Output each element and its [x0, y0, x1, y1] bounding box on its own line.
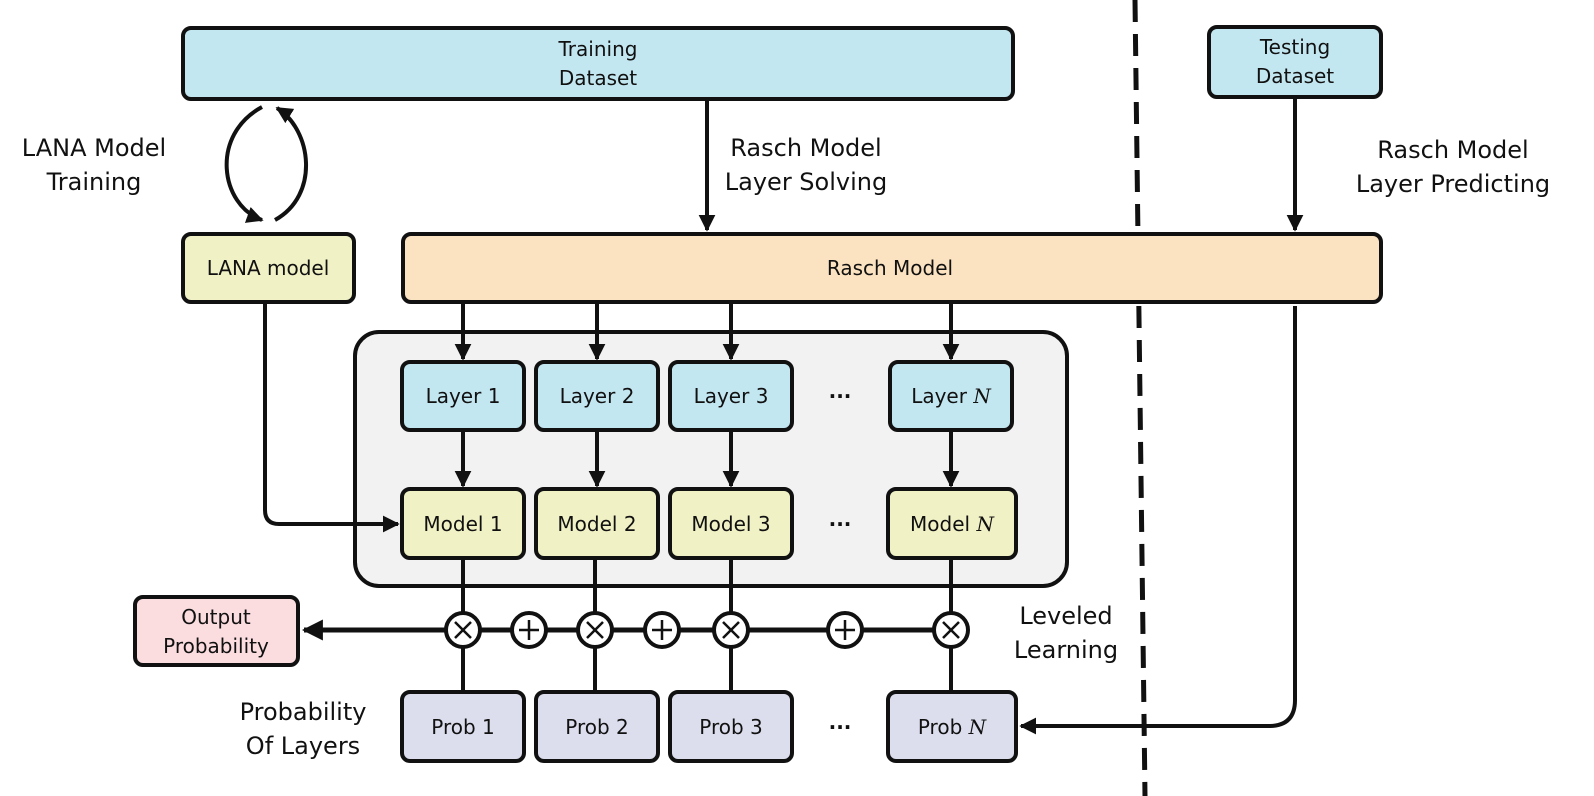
- svg-text:Layer 1: Layer 1: [426, 384, 501, 408]
- rasch-to-probN-arrow: [1019, 306, 1297, 735]
- lana-loop-arrow-right: [274, 106, 308, 222]
- output-probability-line2: Probability: [163, 634, 269, 658]
- rasch-predicting-label-line2: Layer Predicting: [1356, 170, 1550, 198]
- prob-1: Prob 1: [400, 690, 526, 763]
- prob-2-index: 2: [616, 715, 629, 739]
- prob-N-index: N: [968, 715, 988, 739]
- model-N: Model N: [886, 487, 1018, 560]
- testing-dataset-line2: Dataset: [1256, 64, 1334, 88]
- leveled-learning-line1: Leveled: [1019, 602, 1112, 630]
- layer-1-prefix: Layer: [426, 384, 483, 408]
- layer-ellipsis: ···: [829, 384, 852, 408]
- lana-loop-arrow-left: [224, 105, 264, 223]
- rasch-model-label: Rasch Model: [827, 256, 953, 280]
- model-2-prefix: Model: [557, 512, 617, 536]
- output-probability-box: [133, 595, 300, 667]
- prob-3: Prob 3: [668, 690, 794, 763]
- training-dataset-box: [181, 26, 1015, 101]
- multiply-icon: [576, 611, 614, 649]
- multiply-icon: [712, 611, 750, 649]
- layer-3: Layer 3: [668, 360, 794, 432]
- prob-1-index: 1: [482, 715, 495, 739]
- lana-training-label-line2: Training: [46, 168, 142, 196]
- model-N-index: N: [975, 512, 995, 536]
- training-dataset-line1: Training: [558, 37, 638, 61]
- lana-model-label: LANA model: [207, 256, 330, 280]
- svg-text:Model N: Model N: [910, 512, 995, 536]
- prob-2: Prob 2: [534, 690, 660, 763]
- layer-1: Layer 1: [400, 360, 526, 432]
- layer-3-prefix: Layer: [694, 384, 751, 408]
- rasch-solving-label-line2: Layer Solving: [725, 168, 887, 196]
- rasch-model-box: [401, 232, 1383, 304]
- model-3-prefix: Model: [691, 512, 751, 536]
- multiply-icon: [932, 611, 970, 649]
- model-1: Model 1: [400, 487, 526, 560]
- output-probability-line1: Output: [181, 605, 251, 629]
- model-2: Model 2: [534, 487, 660, 560]
- train-test-separator: [1132, 0, 1148, 796]
- lana-model-box: [181, 232, 356, 304]
- svg-text:Model 1: Model 1: [423, 512, 502, 536]
- model-2-index: 2: [624, 512, 637, 536]
- layer-2: Layer 2: [534, 360, 660, 432]
- multiply-icon: [444, 611, 482, 649]
- svg-text:Model 3: Model 3: [691, 512, 770, 536]
- plus-icon: [643, 611, 681, 649]
- layer-N-prefix: Layer: [911, 384, 968, 408]
- prob-2-prefix: Prob: [565, 715, 609, 739]
- lana-training-label-line1: LANA Model: [22, 134, 166, 162]
- layer-1-index: 1: [488, 384, 501, 408]
- lana-to-model1-arrow: [263, 302, 400, 533]
- model-1-index: 1: [490, 512, 503, 536]
- prob-3-prefix: Prob: [699, 715, 743, 739]
- svg-text:Model 2: Model 2: [557, 512, 636, 536]
- svg-text:Prob 2: Prob 2: [565, 715, 629, 739]
- prob-3-index: 3: [750, 715, 763, 739]
- prob-ellipsis: ···: [829, 715, 852, 739]
- model-1-prefix: Model: [423, 512, 483, 536]
- model-3: Model 3: [668, 487, 794, 560]
- svg-text:Layer N: Layer N: [911, 384, 992, 408]
- layer-2-index: 2: [622, 384, 635, 408]
- svg-text:Prob N: Prob N: [918, 715, 988, 739]
- probability-of-layers-line1: Probability: [240, 698, 367, 726]
- plus-icon: [510, 611, 548, 649]
- prob-N: Prob N: [886, 690, 1018, 763]
- prob-N-prefix: Prob: [918, 715, 962, 739]
- rasch-solving-label-line1: Rasch Model: [730, 134, 881, 162]
- leveled-learning-line2: Learning: [1014, 636, 1118, 664]
- prob-1-prefix: Prob: [431, 715, 475, 739]
- svg-text:Prob 1: Prob 1: [431, 715, 495, 739]
- testing-dataset-line1: Testing: [1259, 35, 1330, 59]
- probability-of-layers-line2: Of Layers: [246, 732, 360, 760]
- model-3-index: 3: [758, 512, 771, 536]
- training-dataset-line2: Dataset: [559, 66, 637, 90]
- layer-N-index: N: [972, 384, 992, 408]
- model-ellipsis: ···: [829, 512, 852, 536]
- svg-text:Layer 2: Layer 2: [560, 384, 635, 408]
- plus-icon: [826, 611, 864, 649]
- layer-N: Layer N: [888, 360, 1014, 432]
- rasch-predicting-label-line1: Rasch Model: [1377, 136, 1528, 164]
- svg-text:Layer 3: Layer 3: [694, 384, 769, 408]
- layer-2-prefix: Layer: [560, 384, 617, 408]
- model-N-prefix: Model: [910, 512, 970, 536]
- svg-text:Prob 3: Prob 3: [699, 715, 763, 739]
- layer-3-index: 3: [756, 384, 769, 408]
